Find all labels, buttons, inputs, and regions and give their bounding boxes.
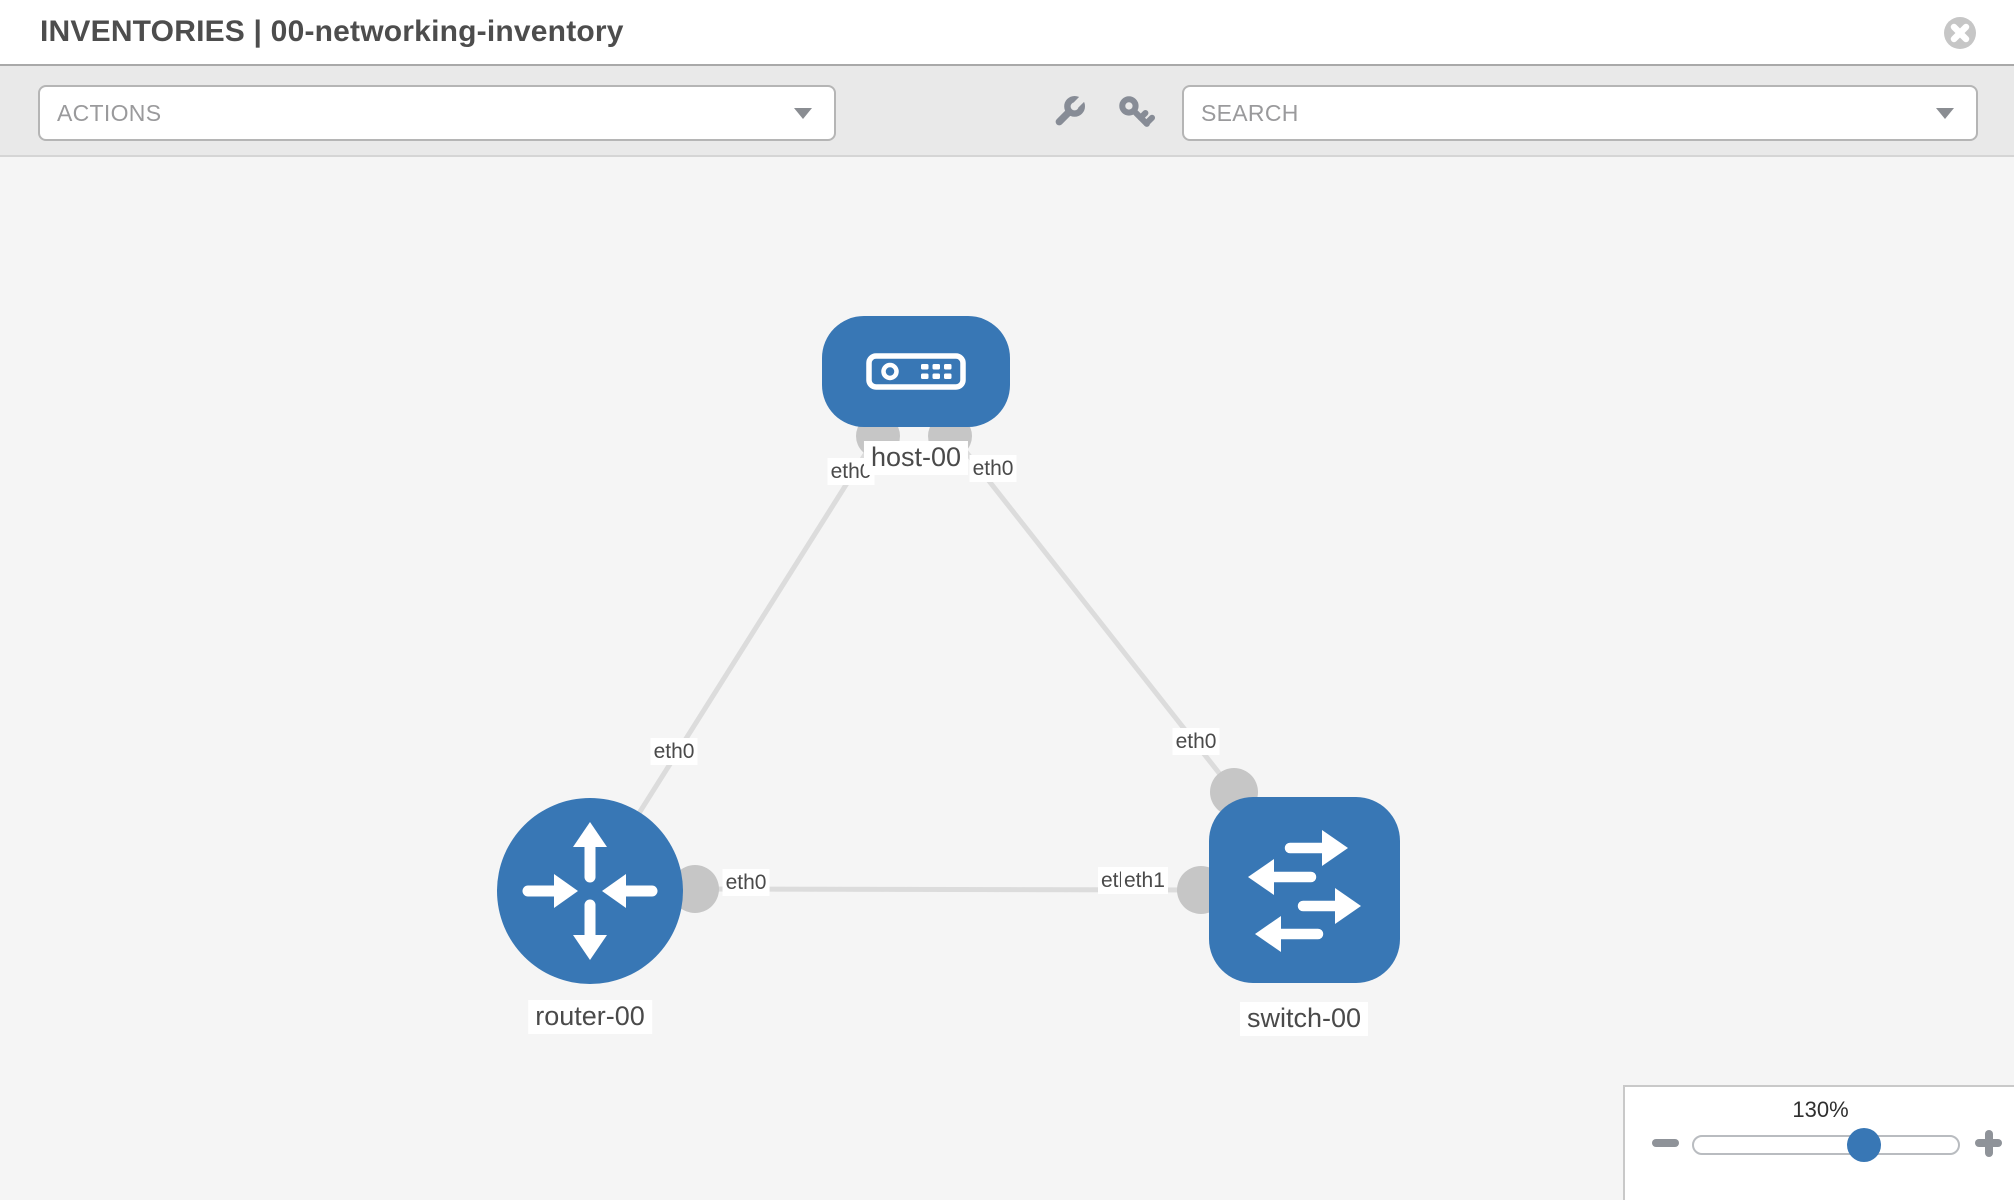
actions-dropdown[interactable]: ACTIONS [38,85,836,141]
zoom-out-button[interactable] [1652,1139,1679,1147]
chevron-down-icon [794,107,812,119]
router-icon [522,822,658,960]
node-label-host-00: host-00 [863,441,969,475]
chevron-down-icon [1936,107,1954,119]
topology-graph [497,316,1400,984]
topology-edges [587,431,1237,894]
interface-label-switch-eth1: eth1 [1121,867,1168,895]
node-switch-00[interactable] [1209,797,1400,983]
topology-canvas[interactable]: host-00 router-00 switch-00 eth0 eth0 et… [0,157,2014,1200]
interface-label-router-port: eth0 [722,869,770,897]
node-host-00[interactable] [822,316,1010,427]
close-button[interactable] [1943,16,1977,50]
node-label-router-00: router-00 [528,1000,652,1034]
toolbar: ACTIONS SEARC [0,66,2014,157]
search-dropdown[interactable]: SEARCH [1182,85,1978,141]
search-input-label: SEARCH [1201,99,1299,126]
topology-ports [671,414,1258,914]
interface-label-edge-host-router: eth0 [650,738,698,766]
host-icon [866,353,966,390]
zoom-slider-track[interactable] [1692,1135,1960,1155]
node-router-00[interactable] [497,798,683,984]
switch-icon [1248,830,1361,952]
close-icon [1944,17,1976,49]
wrench-icon [1055,95,1086,126]
interface-label-host-right: eth0 [969,455,1017,483]
actions-dropdown-label: ACTIONS [57,99,162,126]
key-icon [1119,96,1156,127]
interface-label-edge-host-switch: eth0 [1172,728,1220,756]
zoom-in-button[interactable] [1975,1129,2002,1157]
zoom-control-panel: 130% [1623,1085,2014,1200]
zoom-percentage: 130% [1792,1097,1849,1122]
page-title: INVENTORIES | 00-networking-inventory [40,15,624,48]
zoom-slider-thumb[interactable] [1847,1128,1881,1162]
node-label-switch-00: switch-00 [1239,1002,1369,1036]
titlebar: INVENTORIES | 00-networking-inventory [0,0,2014,66]
configure-button[interactable] [1045,90,1091,136]
key-button[interactable] [1113,90,1159,136]
port-router [671,865,719,913]
